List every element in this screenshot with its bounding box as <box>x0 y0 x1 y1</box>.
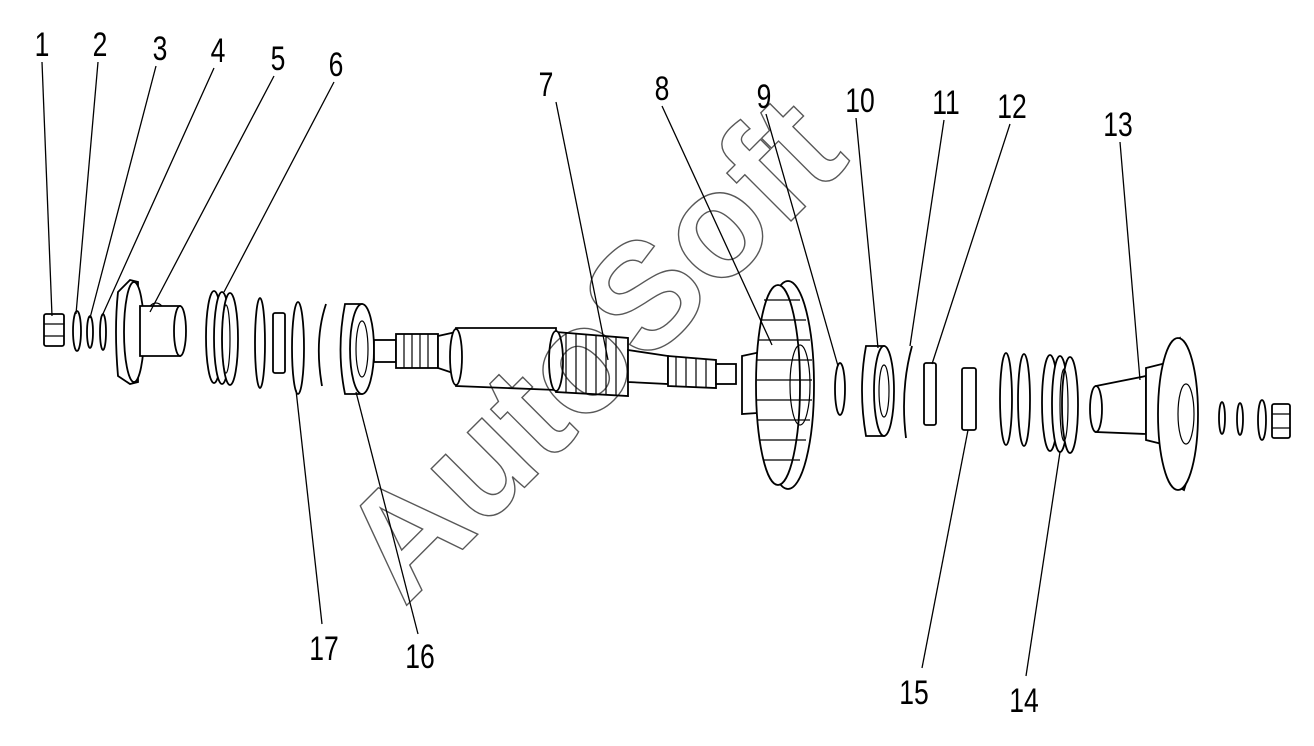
part-15-spacer <box>961 367 977 431</box>
callout-15: 15 <box>899 674 929 712</box>
callout-3: 3 <box>153 30 168 68</box>
callout-4: 4 <box>211 32 226 70</box>
part-16-bearing <box>339 303 375 395</box>
ring-e <box>1236 402 1244 436</box>
callout-12: 12 <box>997 88 1027 126</box>
part-5-flange <box>115 279 187 385</box>
part-9-ring <box>834 362 846 416</box>
part-7-shaft <box>373 327 737 397</box>
part-13-flange <box>1089 336 1199 492</box>
callout-labels: 1 2 3 4 5 6 7 8 9 10 11 12 13 14 15 16 1… <box>35 26 1133 720</box>
callout-9: 9 <box>757 78 772 116</box>
part-17-circlip <box>317 303 327 387</box>
callout-14: 14 <box>1009 682 1039 720</box>
part-4-ring <box>99 313 107 351</box>
right-bearing-group <box>834 345 1079 454</box>
part-6-seal <box>205 290 239 386</box>
ring-b <box>999 352 1013 446</box>
callout-2: 2 <box>93 26 108 64</box>
part-11-circlip <box>903 345 913 439</box>
part-12-spacer <box>923 362 937 426</box>
spacer-a <box>272 312 286 374</box>
part-10-bearing <box>861 345 895 437</box>
part-2-washer <box>72 310 82 352</box>
callout-6: 6 <box>329 46 344 84</box>
callout-7: 7 <box>539 66 554 104</box>
callout-1: 1 <box>35 26 50 64</box>
callout-10: 10 <box>845 82 875 120</box>
callout-16: 16 <box>405 638 435 676</box>
ring-c <box>1017 353 1031 447</box>
part-8-gear <box>741 280 815 490</box>
leader-lines <box>41 61 1141 677</box>
ring-d <box>1218 401 1226 435</box>
callout-11: 11 <box>932 84 960 122</box>
callout-8: 8 <box>655 70 670 108</box>
callout-5: 5 <box>271 40 286 78</box>
callout-17: 17 <box>309 630 339 668</box>
left-fastener-group <box>43 279 187 385</box>
part-1-nut <box>43 313 65 347</box>
part-14-seal <box>1041 354 1079 454</box>
callout-13: 13 <box>1103 106 1133 144</box>
left-seal-group <box>205 290 375 395</box>
ring-a <box>254 297 266 389</box>
part-17-snap-ring <box>291 301 305 395</box>
ring-f <box>1257 399 1267 441</box>
nut-right <box>1271 403 1291 439</box>
right-fastener-group <box>1218 399 1291 441</box>
part-3-washer <box>86 315 94 349</box>
